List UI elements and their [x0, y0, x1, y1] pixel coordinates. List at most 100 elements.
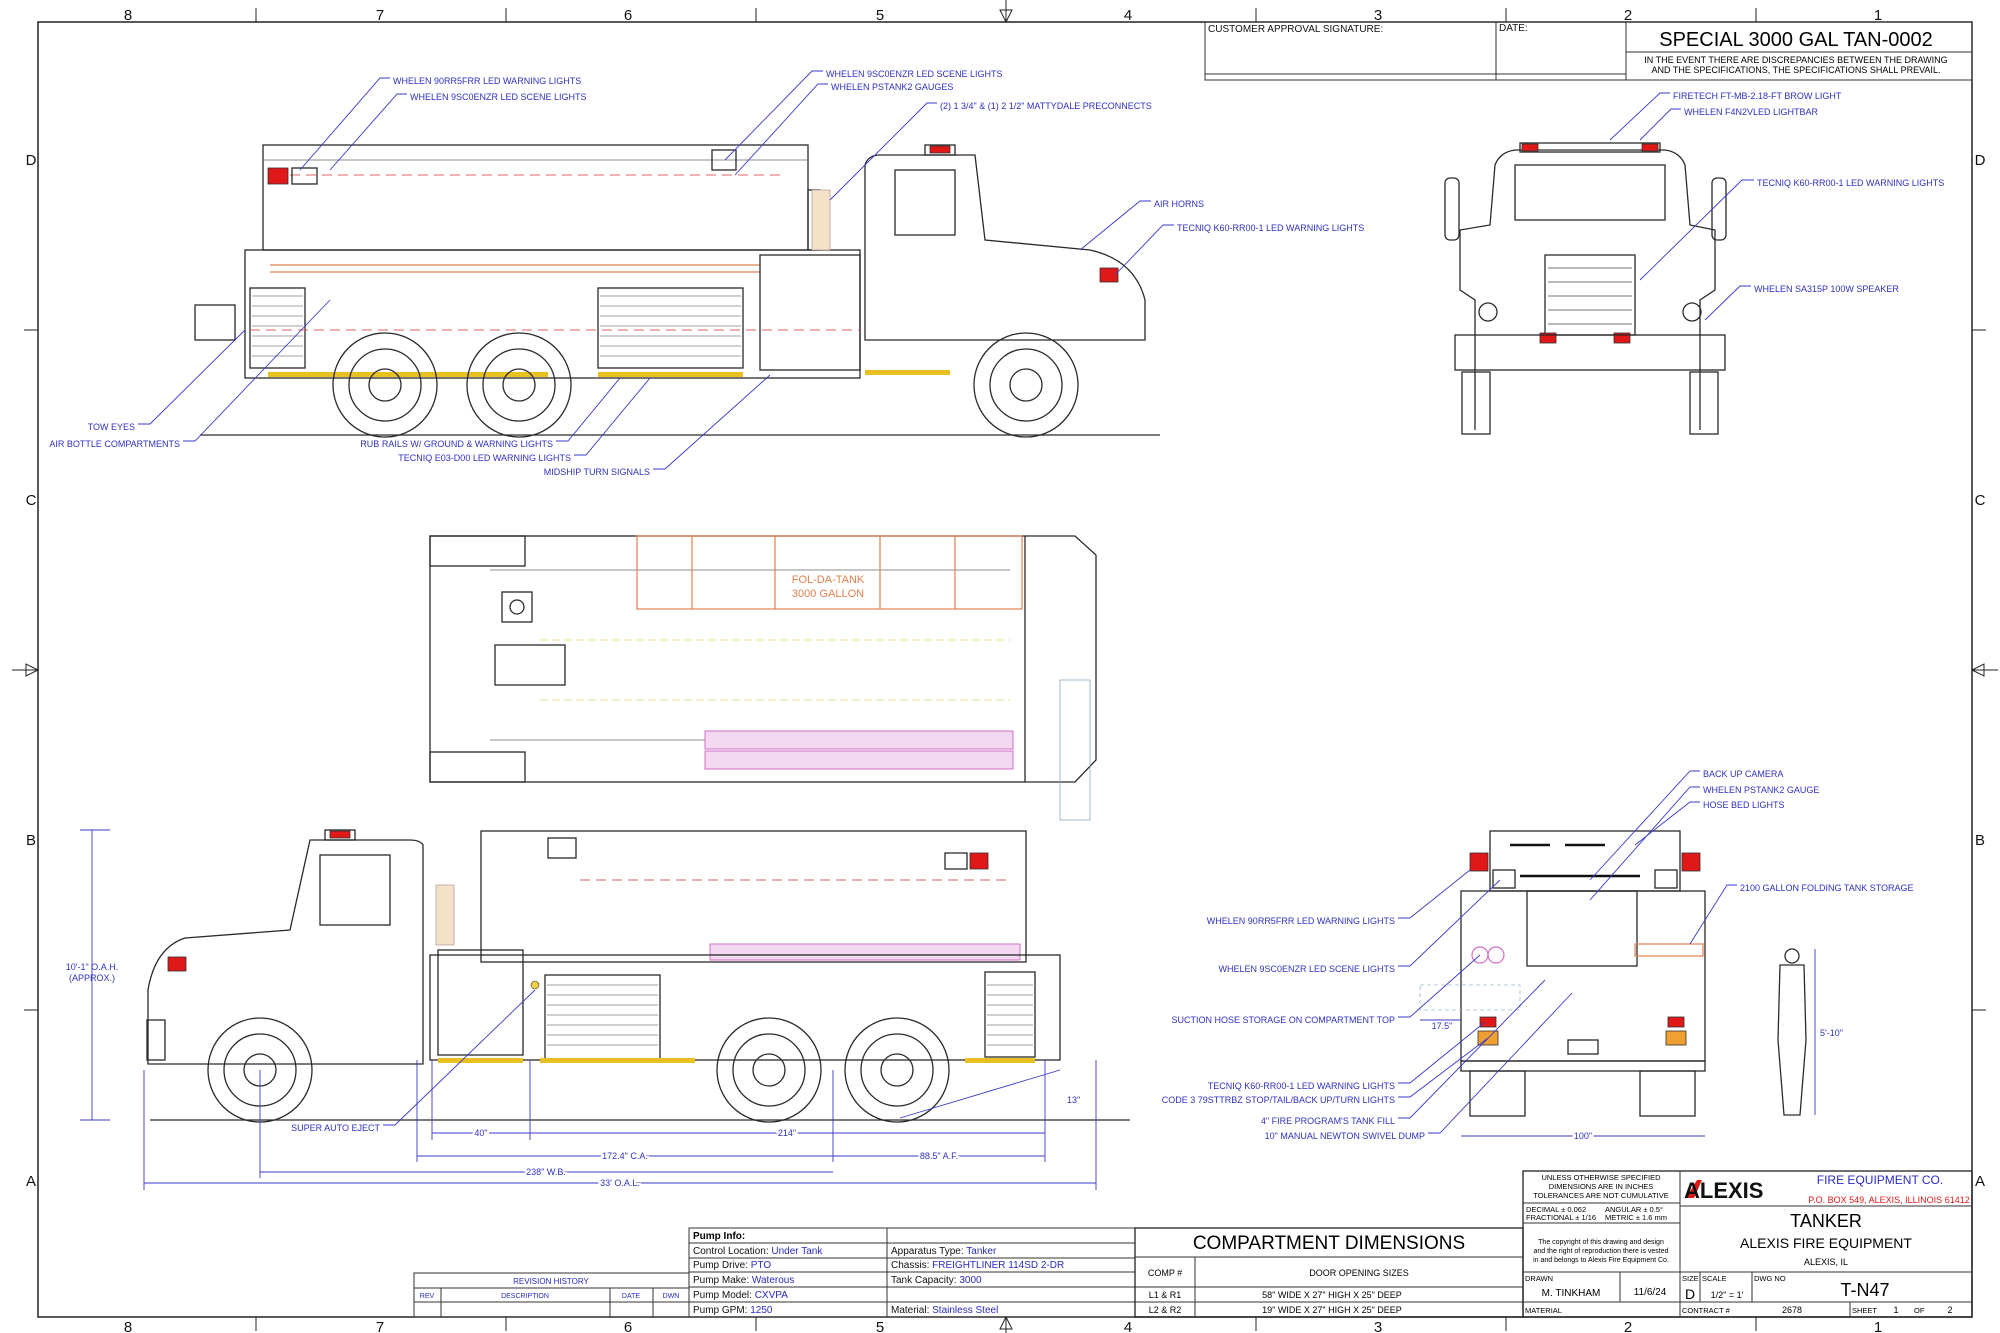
- drawing-linework: [1398, 954, 1481, 1018]
- dimensions-d17-5-text: 17.5": [1432, 1021, 1453, 1031]
- callouts-front-2-text: TECNIQ K60-RR00-1 LED WARNING LIGHTS: [1757, 178, 1944, 188]
- human-scale-figure: [1777, 948, 1807, 1116]
- drawing-linework: [752, 1053, 786, 1087]
- title-block-sheet-total-text: 2: [1947, 1305, 1952, 1315]
- title-block-sheet-label-text: SHEET: [1852, 1306, 1877, 1315]
- drawing-linework: [1492, 869, 1516, 889]
- drawing-linework: [1519, 142, 1661, 153]
- customer-location: ALEXIS, IL: [1804, 1257, 1848, 1267]
- grid-columns-5-text: 3: [1374, 7, 1382, 24]
- drawing-linework: [1204, 21, 1973, 81]
- drawing-linework: [724, 70, 823, 161]
- drawing-linework: [1689, 371, 1719, 435]
- callouts-rear-6-text: SUCTION HOSE STORAGE ON COMPARTMENT TOP: [1171, 1015, 1395, 1025]
- dimensions-d40-text: 40": [474, 1128, 487, 1138]
- drawing-linework: [1682, 302, 1702, 322]
- title-block-copyright-1-text: The copyright of this drawing and design: [1538, 1239, 1664, 1246]
- pump-info-left-4-value-text: 1250: [750, 1305, 773, 1316]
- title-block-contract-text: 2678: [1782, 1305, 1802, 1315]
- drawing-linework: [929, 145, 951, 154]
- title-block-decimal-text: DECIMAL ± 0.062: [1526, 1205, 1586, 1214]
- drawing-linework: [709, 943, 1021, 961]
- grid-rows-1-text: C: [26, 492, 37, 509]
- drawing-linework: [597, 287, 744, 369]
- drawing-linework: [1514, 164, 1666, 221]
- dimensions-wb-text: 238" W.B.: [526, 1167, 566, 1177]
- company-address: P.O. BOX 549, ALEXIS, ILLINOIS 61412: [1808, 1195, 1969, 1205]
- drawing-linework: [368, 368, 402, 402]
- pump-info-title-text: Pump Info:: [693, 1231, 745, 1242]
- callouts-side-top-4-text: (2) 1 3/4" & (1) 2 1/2" MATTYDALE PRECON…: [940, 101, 1152, 111]
- grid-columns-2-text: 6: [624, 7, 632, 24]
- compartments-title-text: COMPARTMENT DIMENSIONS: [1193, 1233, 1465, 1254]
- title-block-tolerance-3-text: TOLERANCES ARE NOT CUMULATIVE: [1533, 1191, 1668, 1200]
- drawing-linework: [1613, 332, 1631, 344]
- drawing-linework: [1079, 200, 1151, 251]
- fol-da-tank-capacity: 3000 GALLON: [792, 588, 864, 600]
- dimensions-d100-text: 100": [1574, 1131, 1592, 1141]
- drawing-linework: [329, 93, 407, 171]
- drawing-linework: [711, 149, 737, 171]
- approval-block: CUSTOMER APPROVAL SIGNATURE: DATE: SPECI…: [1204, 21, 1973, 81]
- drawing-linework: [984, 971, 1036, 1058]
- drawing-linework: [829, 102, 937, 201]
- compartments-rows-0-size-text: 58" WIDE X 27" HIGH X 25" DEEP: [1262, 1290, 1402, 1300]
- drawing-linework: Control Location: Under Tank: [693, 1246, 823, 1257]
- alexis-logo: ALEXIS: [1684, 1178, 1763, 1203]
- drawing-linework: [183, 299, 331, 442]
- signature-field[interactable]: CUSTOMER APPROVAL SIGNATURE:: [1208, 24, 1383, 35]
- fol-da-tank-label: FOL-DA-TANK: [792, 574, 865, 586]
- drawing-linework: [438, 1058, 523, 1063]
- drawing-linework: [1461, 371, 1491, 435]
- pump-info-left-1-label-text: Pump Drive:: [693, 1260, 748, 1271]
- drawing-linework: [1548, 267, 1632, 325]
- drawing-linework: [324, 829, 356, 841]
- grid-columns-0-text: 8: [124, 1319, 132, 1333]
- row-labels: D C B A D C B A: [26, 152, 1986, 1190]
- pump-info-left-4-label-text: Pump GPM:: [693, 1305, 747, 1316]
- callouts-rear-1-text: WHELEN PSTANK2 GAUGE: [1703, 785, 1819, 795]
- title-block-contract-label-text: CONTRACT #: [1682, 1306, 1731, 1315]
- callouts-side-bottom-0-text: SUPER AUTO EJECT: [291, 1123, 380, 1133]
- drawing-linework: [547, 837, 577, 859]
- drawing-linework: [1398, 879, 1501, 967]
- drawing-linework: [1777, 964, 1807, 1116]
- side-view-curbside: [194, 144, 1160, 438]
- drawing-linework: Pump Model: CXVPA: [693, 1290, 788, 1301]
- compartments-rows-1-comp-text: L2 & R2: [1149, 1305, 1182, 1315]
- suction-hose: [704, 730, 1014, 750]
- drawing-linework: [1544, 254, 1636, 336]
- dimensions-d13-text: 13": [1067, 1095, 1080, 1105]
- callouts-rear-10-text: 10" MANUAL NEWTON SWIVEL DUMP: [1265, 1131, 1425, 1141]
- super-auto-eject: [530, 980, 540, 990]
- drawing-linework: [1469, 852, 1489, 872]
- drawing-linework: [1567, 1039, 1599, 1055]
- drawing-linework: [329, 830, 351, 839]
- drawing-linework: [1639, 179, 1754, 281]
- warning-light: [267, 167, 289, 185]
- callouts-side-top-1-text: WHELEN 9SC0ENZR LED SCENE LIGHTS: [410, 92, 587, 102]
- drawing-linework: [973, 332, 1079, 438]
- date-field[interactable]: DATE:: [1499, 23, 1528, 34]
- grid-rows-1-text: C: [1975, 492, 1986, 509]
- drawing-linework: [383, 989, 536, 1126]
- drawing-linework: [429, 751, 526, 783]
- pump-info-right-2-label-text: Tank Capacity:: [891, 1275, 957, 1286]
- grid-columns-7-text: 1: [1874, 1319, 1882, 1333]
- drawing-linework: [924, 144, 956, 156]
- grid-columns-4-text: 4: [1124, 7, 1132, 24]
- drawing-linework: [844, 1017, 950, 1123]
- pump-info-left-3-value-text: CXVPA: [755, 1290, 788, 1301]
- rub-rail: [268, 372, 548, 377]
- drawing-linework: [899, 1069, 1061, 1119]
- drawing-linework: [482, 348, 556, 422]
- grid-columns-1-text: 7: [376, 1319, 384, 1333]
- title-block-size-label-text: SIZE: [1682, 1274, 1699, 1283]
- drawing-linework: [435, 884, 455, 946]
- drawing-linework: [1099, 267, 1119, 283]
- drawing-linework: [1428, 992, 1573, 1134]
- compartments-rows-0-comp-text: L1 & R1: [1149, 1290, 1182, 1300]
- title-block-dwg-no-label-text: DWG NO: [1754, 1274, 1786, 1283]
- pump-info-left-3-label-text: Pump Model:: [693, 1290, 752, 1301]
- drawing-linework: [1398, 1021, 1486, 1084]
